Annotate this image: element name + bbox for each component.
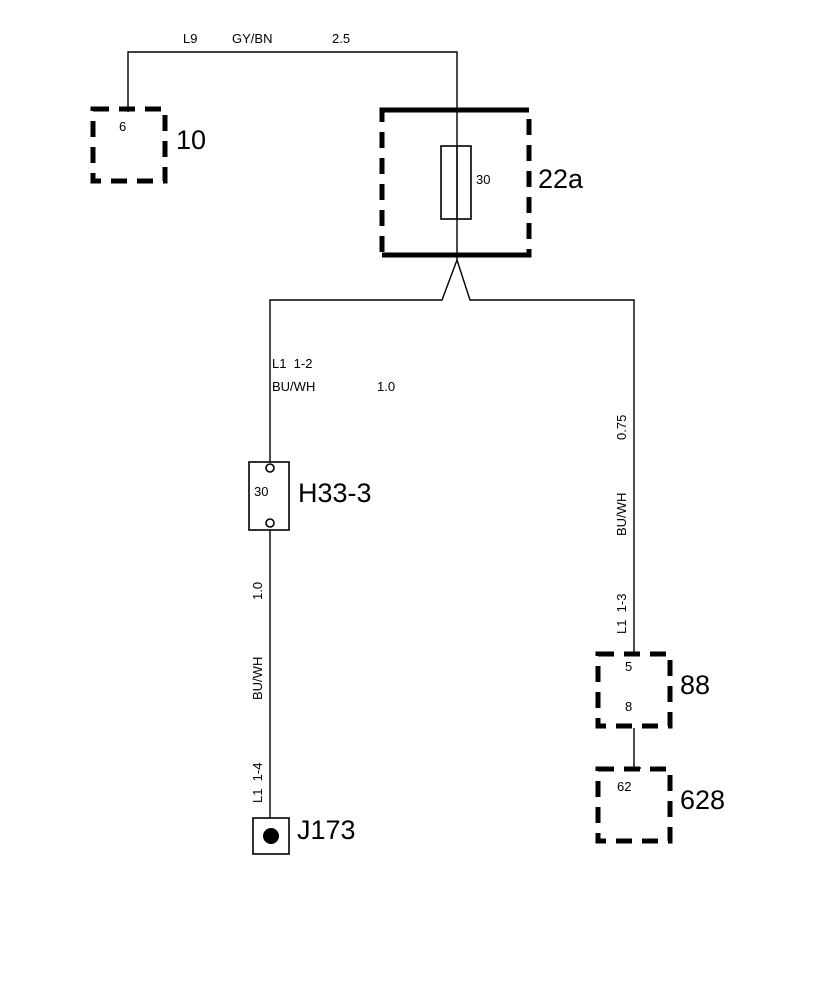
component-h33-3-terminal-top [265,463,275,473]
wire-left-upper-circuit: L1 1-2 [272,356,312,371]
wire-top-circuit: L9 [183,31,197,46]
connector-628-pin: 62 [617,779,631,794]
wire-left-upper-gauge: 1.0 [377,379,395,394]
wire-top-gauge: 2.5 [332,31,350,46]
component-h33-3-terminal-bottom [265,518,275,528]
wire-left-lower-color: BU/WH [250,657,265,700]
wire-left-upper-color: BU/WH [272,379,315,394]
connector-10-box [90,106,168,184]
connector-88-box [595,651,673,729]
connector-628-box [595,766,673,844]
wire-right-gauge: 0.75 [614,415,629,440]
component-h33-3-value: 30 [254,484,268,499]
connector-88-label: 88 [680,670,710,700]
wire-left-branch [269,259,458,464]
wire-top-color: GY/BN [232,31,272,46]
wire-right-branch [456,259,635,656]
wire-left-lower-circuit: L1 1-4 [250,763,265,803]
component-j173-terminal [263,828,279,844]
connector-88-pin-bottom: 8 [625,699,632,714]
component-j173-label: J173 [297,815,356,845]
connector-88-pin-top: 5 [625,659,632,674]
fuse-30-element [440,145,472,220]
wire-left-lower-gauge: 1.0 [250,582,265,600]
wire-right-circuit: L1 1-3 [614,594,629,634]
wire-l9-top [127,51,458,260]
connector-10-label: 10 [176,125,206,155]
wire-right-color: BU/WH [614,493,629,536]
fuse-22a-rating: 30 [476,172,490,187]
component-h33-3-label: H33-3 [298,478,372,508]
fuse-box-22a-label: 22a [538,164,584,194]
connector-628-label: 628 [680,785,725,815]
connector-10-pin: 6 [119,119,126,134]
